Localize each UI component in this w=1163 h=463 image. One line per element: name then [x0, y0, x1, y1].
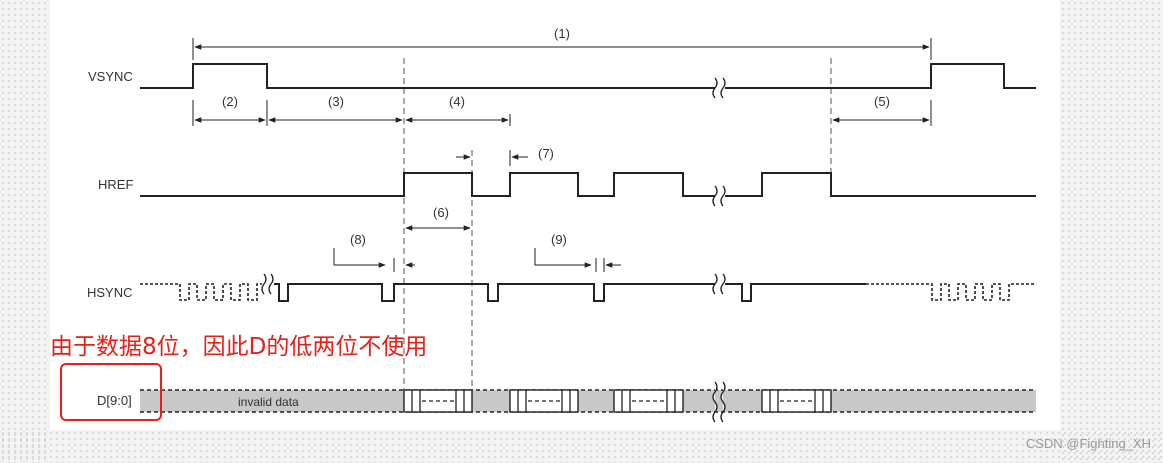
vsync-waveform — [140, 63, 1036, 89]
vsync-intervals — [192, 100, 932, 126]
hsync-dashed-post — [866, 283, 1036, 301]
data-bus-label: D[9:0] — [97, 393, 132, 408]
highlight-box — [60, 363, 162, 421]
vsync-label: VSYNC — [88, 69, 133, 84]
interval-7-label: (7) — [538, 146, 554, 161]
hsync-break-icon — [261, 273, 726, 295]
href-label: HREF — [98, 177, 133, 192]
interval-1-label: (1) — [554, 26, 570, 41]
annotation-text: 由于数据8位，因此D的低两位不使用 — [50, 334, 428, 360]
interval-9 — [534, 248, 621, 272]
invalid-data-label: invalid data — [238, 395, 299, 409]
interval-2-label: (2) — [222, 94, 238, 109]
interval-4-label: (4) — [449, 94, 465, 109]
background-pattern-bottom — [0, 430, 1163, 463]
interval-7 — [456, 150, 528, 166]
interval-6-label: (6) — [433, 205, 449, 220]
background-pattern-right — [1060, 0, 1163, 463]
interval-3-label: (3) — [328, 94, 344, 109]
watermark: CSDN @Fighting_XH — [1025, 436, 1151, 451]
interval-1: (1) — [192, 26, 932, 60]
reference-lines — [403, 58, 832, 412]
data-valid-blocks — [403, 389, 832, 413]
hsync-waveform — [274, 283, 866, 302]
background-pattern-left — [0, 0, 50, 463]
hsync-dashed-pre — [140, 283, 262, 301]
interval-8 — [333, 248, 415, 272]
data-break-icon — [712, 381, 726, 423]
hsync-label: HSYNC — [87, 285, 133, 300]
href-break-icon — [712, 185, 726, 207]
interval-8-label: (8) — [350, 232, 366, 247]
interval-5-label: (5) — [874, 94, 890, 109]
interval-9-label: (9) — [551, 232, 567, 247]
href-waveform — [140, 172, 1036, 197]
vsync-break-icon — [712, 77, 726, 99]
diagram-panel — [50, 0, 1060, 430]
data-valid-ticks — [411, 390, 824, 412]
